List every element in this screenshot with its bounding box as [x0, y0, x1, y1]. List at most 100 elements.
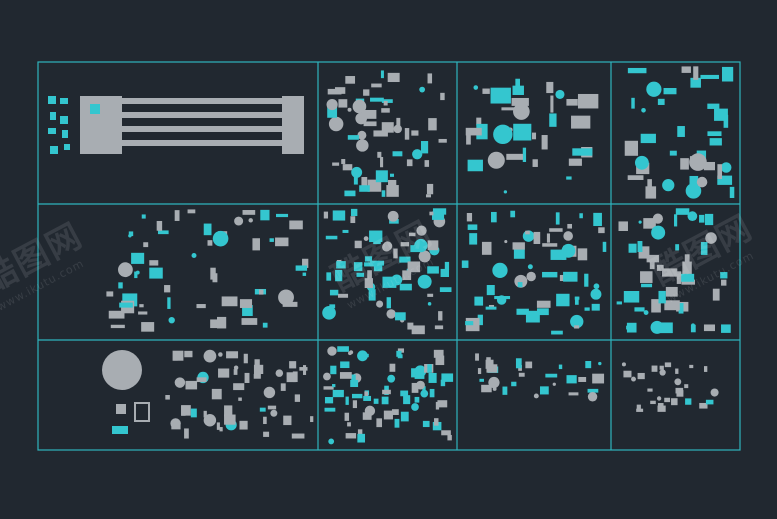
furniture-block [216, 422, 220, 430]
furniture-block [224, 414, 236, 425]
furniture-block [335, 269, 343, 282]
furniture-block [431, 211, 445, 220]
furniture-block [418, 250, 431, 263]
furniture-block [591, 303, 600, 311]
furniture-block [342, 229, 349, 233]
furniture-block [574, 325, 580, 329]
furniture-block [383, 410, 393, 420]
furniture-block [712, 288, 720, 301]
furniture-block [646, 254, 659, 263]
furniture-block [427, 293, 434, 297]
furniture-block [414, 365, 427, 378]
furniture-block-clusters [106, 66, 735, 445]
furniture-block [593, 212, 602, 227]
furniture-block [414, 375, 425, 379]
furniture-block [542, 271, 558, 278]
furniture-block [602, 241, 607, 252]
furniture-block [263, 386, 276, 399]
furniture-block [651, 299, 661, 313]
small-cyan-block [112, 426, 128, 434]
furniture-block [572, 148, 593, 156]
furniture-block [649, 261, 655, 270]
furniture-block [289, 220, 303, 230]
furniture-block [362, 412, 372, 420]
furniture-block [187, 209, 196, 214]
furniture-block [344, 412, 350, 421]
furniture-block [330, 365, 337, 375]
furniture-block [504, 240, 508, 244]
furniture-block [414, 396, 420, 403]
furniture-block [181, 405, 186, 416]
furniture-block [643, 218, 656, 229]
furniture-block [681, 279, 695, 285]
furniture-block [640, 271, 653, 283]
furniture-block [645, 186, 657, 199]
furniture-block [344, 190, 356, 197]
furniture-block [444, 261, 450, 271]
wardrobe-shelf-1 [122, 98, 282, 104]
furniture-block [545, 373, 558, 378]
furniture-block [699, 214, 705, 223]
furniture-block [218, 352, 223, 357]
furniture-block [371, 83, 382, 88]
furniture-block [721, 66, 734, 82]
furniture-block [411, 325, 425, 335]
furniture-block [503, 190, 508, 194]
furniture-block [466, 212, 473, 222]
furniture-block [568, 158, 582, 166]
furniture-block [485, 359, 494, 369]
furniture-block [515, 358, 522, 369]
furniture-block [393, 248, 398, 259]
furniture-block [226, 351, 239, 359]
furniture-block [492, 262, 508, 279]
furniture-block [551, 330, 563, 335]
furniture-block [720, 272, 728, 279]
furniture-block [263, 416, 267, 425]
furniture-block [373, 398, 379, 404]
furniture-block [364, 278, 373, 289]
furniture-block [631, 376, 636, 382]
furniture-block [578, 376, 587, 382]
furniture-block [435, 355, 445, 366]
furniture-block [386, 309, 396, 319]
furniture-block [156, 220, 163, 231]
furniture-block [392, 151, 403, 157]
furniture-block [370, 260, 385, 266]
furniture-block [190, 408, 197, 418]
furniture-block [623, 290, 640, 303]
furniture-block [400, 390, 409, 397]
furniture-block [337, 293, 349, 298]
furniture-block [533, 231, 541, 244]
furniture-block [203, 223, 212, 236]
furniture-block [584, 273, 589, 287]
furniture-block [546, 81, 554, 94]
furniture-block [574, 296, 579, 305]
furniture-block [689, 364, 694, 369]
furniture-block [488, 376, 500, 389]
furniture-block [637, 372, 645, 380]
furniture-block [657, 98, 665, 105]
furniture-block [131, 252, 145, 264]
furniture-block [270, 409, 278, 417]
furniture-block [332, 162, 340, 166]
furniture-block [212, 230, 229, 247]
furniture-block [356, 272, 365, 277]
furniture-block [411, 403, 419, 411]
furniture-block [244, 372, 250, 383]
furniture-block [700, 242, 708, 255]
furniture-block [108, 310, 125, 319]
furniture-block [407, 322, 414, 330]
arrow-icon [60, 98, 68, 104]
wardrobe-shelf-2 [122, 112, 282, 118]
furniture-block [336, 261, 346, 269]
furniture-block [700, 74, 719, 79]
furniture-block [664, 362, 672, 368]
furniture-block [532, 132, 537, 140]
furniture-block [422, 386, 426, 396]
furniture-block [577, 248, 588, 261]
furniture-block [439, 287, 452, 293]
furniture-block [429, 388, 435, 398]
arrow-icon [48, 96, 56, 104]
furniture-block [383, 100, 388, 106]
